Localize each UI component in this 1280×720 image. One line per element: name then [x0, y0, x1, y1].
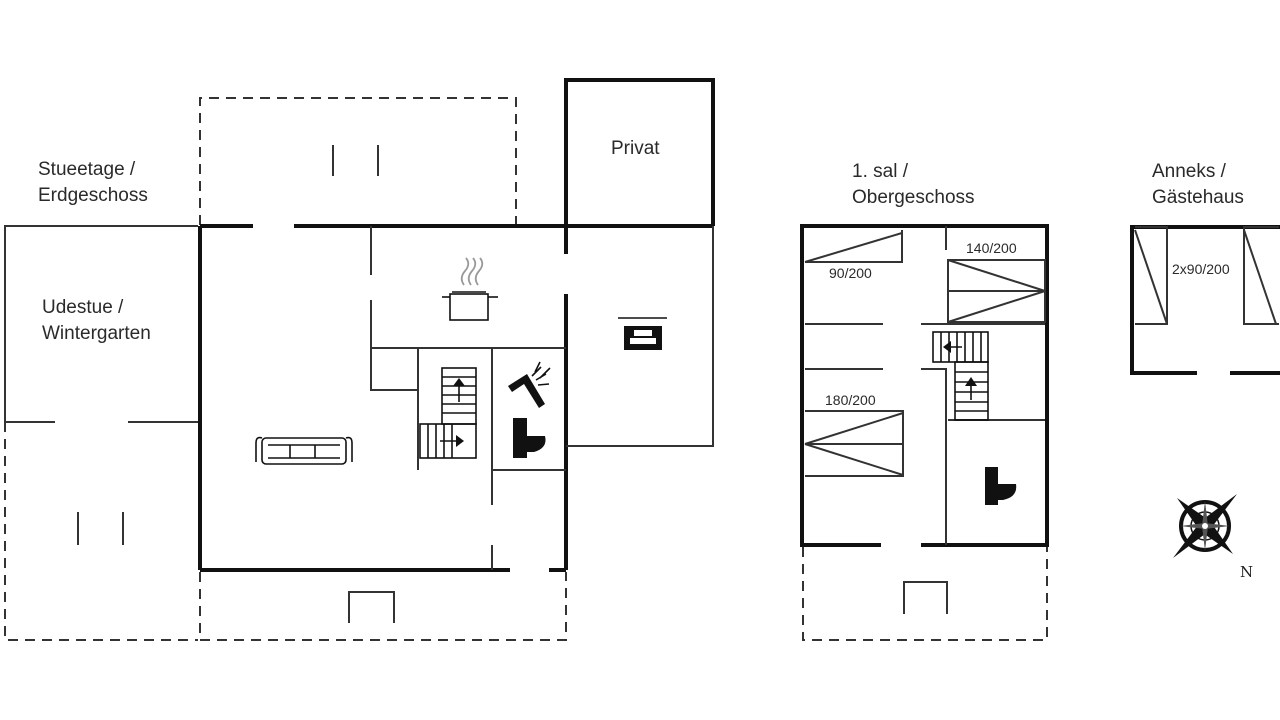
terrace-west: [4, 422, 198, 641]
shower-icon: [508, 361, 551, 408]
toilet-icon: [513, 418, 546, 458]
first-floor-title-line1: 1. sal /: [852, 161, 909, 182]
conservatory-label-line2: Wintergarten: [42, 323, 151, 344]
annex-walls: [1130, 225, 1280, 375]
bed-90-200-icon: [804, 230, 903, 263]
bed-90-200-label: 90/200: [829, 265, 872, 281]
bed-180-200-icon: [804, 410, 904, 477]
bed-140-200-icon: [947, 259, 1046, 323]
interior-partitions: [370, 226, 566, 570]
first-floor-balcony: [802, 547, 1048, 641]
conservatory-label-line1: Udestue /: [42, 297, 124, 318]
annex-beds-label: 2x90/200: [1172, 261, 1230, 277]
first-floor-stairs-icon: [932, 331, 989, 421]
cooking-pot-icon: [442, 257, 498, 321]
private-room: [564, 78, 715, 447]
stairs-icon: [419, 367, 477, 459]
ground-floor-plan: Stueetage / Erdgeschoss Udestue / Winter…: [4, 78, 715, 641]
bed-180-200-label: 180/200: [825, 392, 876, 408]
conservatory-room: [4, 225, 198, 423]
annex-beds-icon: [1134, 226, 1279, 325]
sofa-icon: [255, 436, 353, 465]
annex-title-line2: Gästehaus: [1152, 187, 1244, 208]
ground-floor-title-line2: Erdgeschoss: [38, 185, 148, 206]
compass-north-label: N: [1240, 563, 1253, 581]
annex-plan: Anneks / Gästehaus 2x90/200: [1130, 161, 1280, 375]
terrace-south: [199, 572, 567, 641]
terrace-north: [199, 97, 517, 225]
first-floor-toilet-icon: [985, 467, 1017, 505]
first-floor-plan: 1. sal / Obergeschoss 90/200: [800, 161, 1049, 641]
ground-floor-title-line1: Stueetage /: [38, 159, 136, 180]
first-floor-walls: [800, 224, 1049, 547]
main-house-walls: [198, 224, 713, 572]
bed-140-200-label: 140/200: [966, 240, 1017, 256]
bed-icon: [618, 317, 667, 350]
first-floor-title-line2: Obergeschoss: [852, 187, 975, 208]
private-room-label: Privat: [611, 138, 660, 159]
annex-title-line1: Anneks /: [1152, 161, 1227, 182]
compass-icon: [1173, 494, 1237, 558]
